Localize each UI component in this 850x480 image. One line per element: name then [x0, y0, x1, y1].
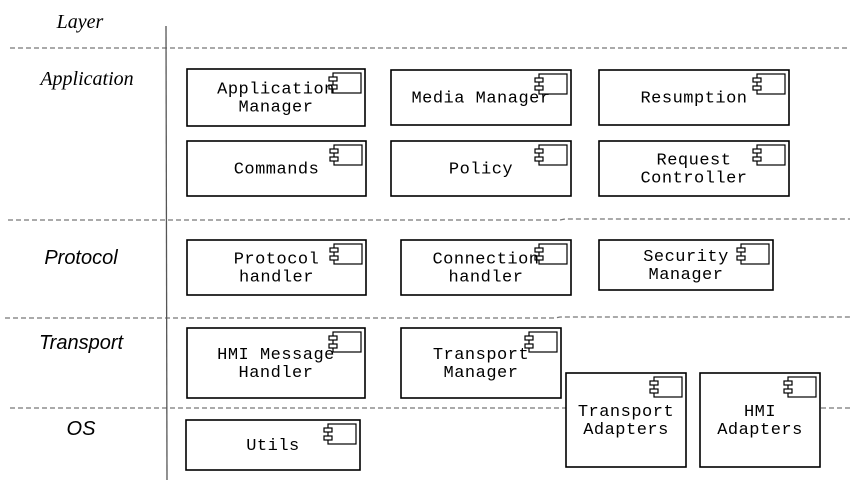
- uml-component-icon: [649, 376, 683, 398]
- component-label-line: Adapters: [717, 421, 803, 440]
- uml-component-icon: [752, 73, 786, 95]
- uml-component-icon: [534, 243, 568, 265]
- uml-component-icon: [752, 144, 786, 166]
- uml-component-icon: [534, 144, 568, 166]
- component-label-line: Policy: [449, 161, 513, 180]
- uml-component-icon: [328, 331, 362, 353]
- component-label-line: Request: [657, 152, 732, 171]
- separator-protocol-transport: [5, 316, 850, 319]
- layer-label-transport: Transport: [39, 332, 125, 354]
- component-commands: Commands: [186, 140, 367, 197]
- component-label-line: Controller: [640, 170, 747, 189]
- uml-component-icon: [534, 73, 568, 95]
- layer-label-os: OS: [67, 418, 97, 440]
- component-label-line: Adapters: [583, 421, 669, 440]
- component-label-line: Security: [643, 248, 729, 267]
- layer-label-application: Application: [38, 68, 133, 90]
- component-label-line: Protocol: [234, 251, 320, 270]
- uml-component-icon: [524, 331, 558, 353]
- component-label-line: Manager: [444, 364, 519, 383]
- component-utils: Utils: [185, 419, 361, 471]
- component-label-line: Media Manager: [411, 90, 550, 109]
- component-label-line: Manager: [239, 99, 314, 118]
- uml-component-icon: [329, 144, 363, 166]
- component-label-line: Connection: [432, 251, 539, 270]
- component-label-line: Utils: [246, 437, 300, 456]
- component-label-line: Transport: [433, 346, 529, 365]
- layer-axis-line: [165, 25, 168, 480]
- uml-component-icon: [323, 423, 357, 445]
- component-label-line: Transport: [578, 403, 674, 422]
- component-label-line: handler: [449, 269, 524, 288]
- component-policy: Policy: [390, 140, 572, 197]
- component-label-line: Resumption: [640, 90, 747, 109]
- uml-component-icon: [783, 376, 817, 398]
- layer-title: Layer: [56, 11, 104, 33]
- uml-component-icon: [328, 72, 362, 94]
- uml-component-icon: [329, 243, 363, 265]
- component-label-line: Commands: [234, 161, 320, 180]
- layer-separators: [5, 47, 850, 409]
- component-media-manager: Media Manager: [390, 69, 572, 126]
- component-resumption: Resumption: [598, 69, 790, 126]
- layer-label-protocol: Protocol: [44, 247, 118, 269]
- uml-component-icon: [736, 243, 770, 265]
- separator-application-protocol: [8, 218, 850, 221]
- component-label-line: HMI: [744, 403, 776, 422]
- component-label-line: Application: [217, 81, 335, 100]
- component-label-line: handler: [239, 269, 314, 288]
- component-label-line: HMI Message: [217, 346, 335, 365]
- component-label-line: Handler: [239, 364, 314, 383]
- component-box: [186, 140, 367, 197]
- component-label-line: Manager: [649, 266, 724, 285]
